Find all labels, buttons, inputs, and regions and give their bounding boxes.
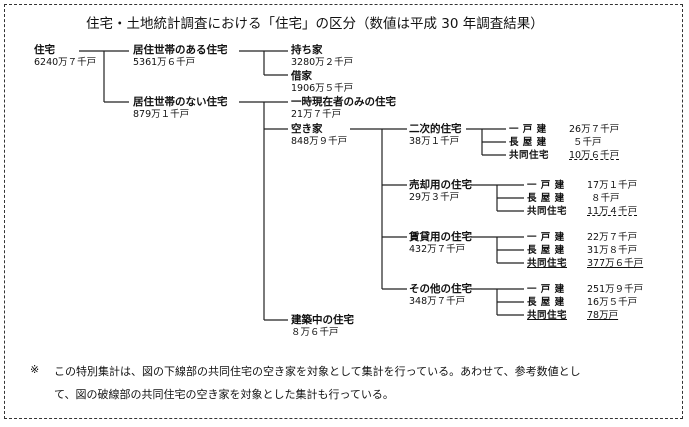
breakdown-label: 長 屋 建	[509, 137, 547, 148]
note-mark: ※	[30, 363, 40, 376]
breakdown-for-sale-detached: 一 戸 建 17万１千戸	[527, 180, 647, 192]
breakdown-value: 11万４千戸	[587, 206, 638, 217]
dashed-frame	[4, 4, 683, 419]
node-without-household: 居住世帯のない住宅 879万１千戸	[133, 96, 228, 121]
breakdown-value: 16万５千戸	[587, 297, 638, 308]
breakdown-value: 22万７千戸	[587, 232, 638, 243]
node-for-rent-label: 賃貸用の住宅	[409, 231, 472, 243]
node-rented: 借家 1906万５千戸	[291, 70, 353, 95]
node-without-household-label: 居住世帯のない住宅	[133, 96, 228, 108]
node-with-household-value: 5361万６千戸	[133, 57, 196, 68]
node-vacant-value: 848万９千戸	[291, 136, 348, 147]
breakdown-secondary-apartment: 共同住宅 10万６千戸	[509, 150, 629, 162]
breakdown-value: ５千戸	[573, 137, 602, 148]
node-housing-value: 6240万７千戸	[34, 57, 97, 68]
breakdown-value: 31万８千戸	[587, 245, 638, 256]
node-secondary-value: 38万１千戸	[409, 136, 460, 147]
node-other: その他の住宅 348万７千戸	[409, 283, 472, 308]
node-other-label: その他の住宅	[409, 283, 472, 295]
breakdown-for-rent-apartment: 共同住宅 377万６千戸	[527, 258, 647, 270]
note-line-2: て、図の破線部の共同住宅の空き家を対象とした集計も行っている。	[54, 388, 394, 401]
diagram-title: 住宅・土地統計調査における「住宅」の区分（数値は平成 30 年調査結果）	[86, 16, 544, 32]
node-without-household-value: 879万１千戸	[133, 109, 190, 120]
node-under-construction: 建築中の住宅 ８万６千戸	[291, 314, 354, 339]
breakdown-label: 共同住宅	[509, 150, 550, 161]
node-for-sale-label: 売却用の住宅	[409, 179, 472, 191]
node-for-rent-value: 432万７千戸	[409, 244, 466, 255]
node-temporary: 一時現在者のみの住宅 21万７千戸	[291, 96, 396, 121]
node-for-sale-value: 29万３千戸	[409, 192, 460, 203]
breakdown-for-sale-apartment: 共同住宅 11万４千戸	[527, 206, 647, 218]
breakdown-label: 共同住宅	[527, 310, 568, 321]
breakdown-other-detached: 一 戸 建 251万９千戸	[527, 284, 647, 296]
breakdown-for-rent-detached: 一 戸 建 22万７千戸	[527, 232, 647, 244]
breakdown-label: 長 屋 建	[527, 193, 565, 204]
node-rented-label: 借家	[291, 70, 312, 82]
breakdown-label: 一 戸 建	[527, 180, 565, 191]
breakdown-value: ８千戸	[591, 193, 620, 204]
breakdown-value: 78万戸	[587, 310, 619, 321]
node-housing-label: 住宅	[34, 44, 55, 56]
breakdown-label: 一 戸 建	[527, 284, 565, 295]
node-temporary-label: 一時現在者のみの住宅	[291, 96, 396, 108]
node-temporary-value: 21万７千戸	[291, 109, 342, 120]
node-owned: 持ち家 3280万２千戸	[291, 44, 353, 69]
node-owned-label: 持ち家	[291, 44, 323, 56]
breakdown-secondary-row-house: 長 屋 建 ５千戸	[509, 137, 629, 149]
node-housing: 住宅 6240万７千戸	[34, 44, 96, 69]
node-other-value: 348万７千戸	[409, 296, 466, 307]
breakdown-other-row-house: 長 屋 建 16万５千戸	[527, 297, 647, 309]
breakdown-label: 一 戸 建	[527, 232, 565, 243]
breakdown-for-rent-row-house: 長 屋 建 31万８千戸	[527, 245, 647, 257]
breakdown-other-apartment: 共同住宅 78万戸	[527, 310, 647, 322]
node-for-rent: 賃貸用の住宅 432万７千戸	[409, 231, 472, 256]
breakdown-for-sale-row-house: 長 屋 建 ８千戸	[527, 193, 647, 205]
node-with-household: 居住世帯のある住宅 5361万６千戸	[133, 44, 228, 69]
breakdown-label: 一 戸 建	[509, 124, 547, 135]
node-under-construction-label: 建築中の住宅	[291, 314, 354, 326]
node-rented-value: 1906万５千戸	[291, 83, 354, 94]
breakdown-secondary-detached: 一 戸 建 26万７千戸	[509, 124, 629, 136]
note-line-1: この特別集計は、図の下線部の共同住宅の空き家を対象として集計を行っている。あわせ…	[54, 365, 581, 378]
node-vacant: 空き家 848万９千戸	[291, 123, 347, 148]
node-secondary: 二次的住宅 38万１千戸	[409, 123, 462, 148]
breakdown-value: 26万７千戸	[569, 124, 620, 135]
breakdown-value: 251万９千戸	[587, 284, 644, 295]
breakdown-value: 10万６千戸	[569, 150, 620, 161]
node-with-household-label: 居住世帯のある住宅	[133, 44, 228, 56]
node-owned-value: 3280万２千戸	[291, 57, 354, 68]
node-under-construction-value: ８万６千戸	[291, 327, 339, 338]
breakdown-label: 共同住宅	[527, 206, 568, 217]
breakdown-label: 長 屋 建	[527, 297, 565, 308]
breakdown-value: 377万６千戸	[587, 258, 644, 269]
breakdown-label: 共同住宅	[527, 258, 568, 269]
node-for-sale: 売却用の住宅 29万３千戸	[409, 179, 472, 204]
node-secondary-label: 二次的住宅	[409, 123, 462, 135]
node-vacant-label: 空き家	[291, 123, 323, 135]
breakdown-value: 17万１千戸	[587, 180, 638, 191]
breakdown-label: 長 屋 建	[527, 245, 565, 256]
